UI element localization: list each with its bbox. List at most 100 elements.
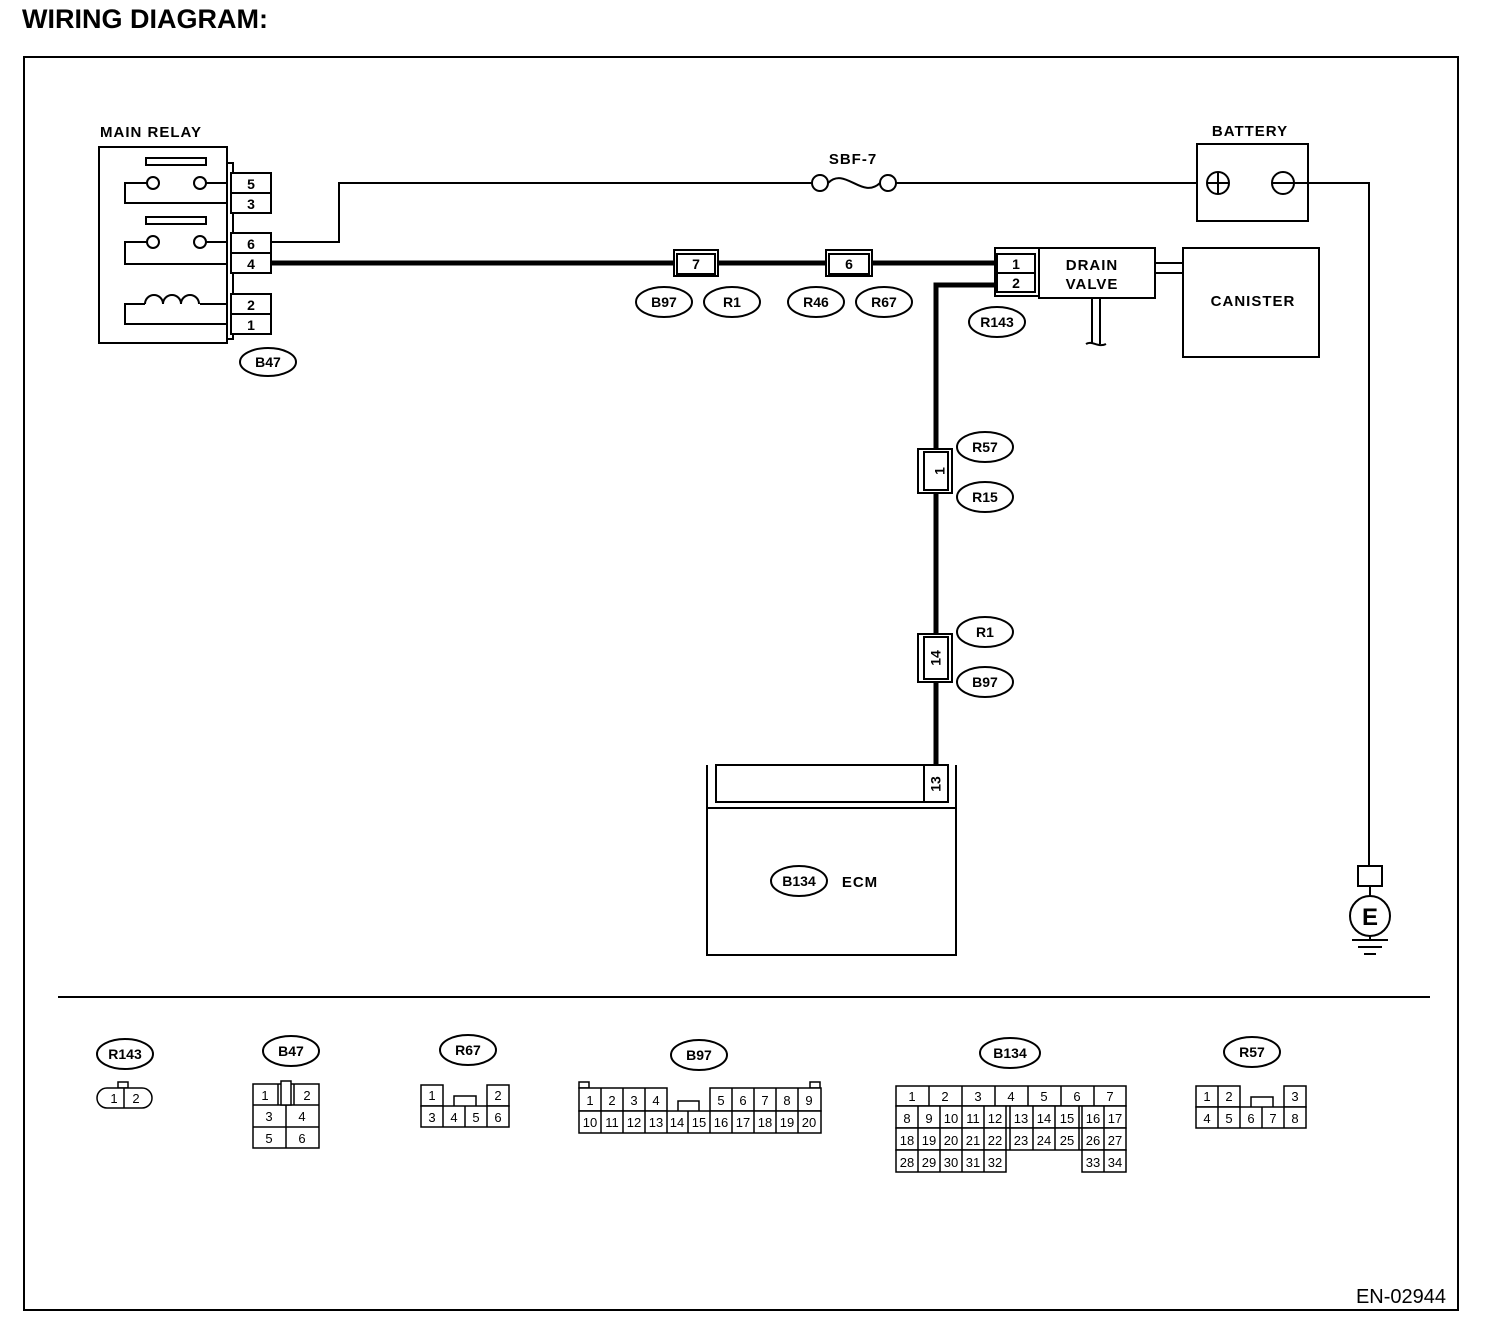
- pinout-b134-pin: 10: [944, 1111, 958, 1126]
- fuse-sbf7: SBF-7: [811, 151, 897, 192]
- pinout-b97-pin: 6: [739, 1093, 746, 1108]
- pinout-b134: B134 1 2 3 4 5 6 7 8 9 10 11 12 13 14 15…: [895, 1037, 1127, 1173]
- relay-pin-3: 3: [247, 196, 255, 212]
- connector-b47: B47: [255, 354, 281, 370]
- pinout-b97-label: B97: [686, 1047, 712, 1063]
- pinout-r57-pin: 8: [1291, 1111, 1298, 1126]
- pinout-b134-pin: 32: [988, 1155, 1002, 1170]
- ground-terminal: E: [1349, 865, 1391, 955]
- pinout-b134-pin: 24: [1037, 1133, 1051, 1148]
- pinout-b47: B47 1 2 3 4 5 6: [252, 1035, 320, 1149]
- pinout-b97-pin: 8: [783, 1093, 790, 1108]
- connector-r46: R46: [803, 294, 829, 310]
- pinout-r67-pin: 6: [494, 1110, 501, 1125]
- pinout-b134-pin: 19: [922, 1133, 936, 1148]
- pinout-r57-pin: 4: [1203, 1111, 1210, 1126]
- pinout-b134-pin: 16: [1086, 1111, 1100, 1126]
- pinout-r57-label: R57: [1239, 1044, 1265, 1060]
- pinout-b134-pin: 29: [922, 1155, 936, 1170]
- connector-b97-side: B97: [972, 674, 998, 690]
- pinout-b97-pin: 19: [780, 1115, 794, 1130]
- pinout-b134-pin: 20: [944, 1133, 958, 1148]
- pinout-b134-pin: 14: [1037, 1111, 1051, 1126]
- drain-valve-label-1: DRAIN: [1066, 257, 1119, 274]
- ecm: 13 B134 ECM: [706, 764, 957, 956]
- connector-r15: R15: [972, 489, 998, 505]
- pinout-b97-pin: 5: [717, 1093, 724, 1108]
- pinout-b134-pin: 12: [988, 1111, 1002, 1126]
- connector-r143: R143: [980, 314, 1014, 330]
- pinout-r57-pin: 5: [1225, 1111, 1232, 1126]
- pinout-b134-pin: 15: [1060, 1111, 1074, 1126]
- pinout-b97-pin: 14: [670, 1115, 684, 1130]
- pinout-b97-pin: 18: [758, 1115, 772, 1130]
- pinout-b134-pin: 31: [966, 1155, 980, 1170]
- canister: CANISTER: [1182, 247, 1320, 358]
- pinout-b97-pin: 10: [583, 1115, 597, 1130]
- pinout-r67-pin: 5: [472, 1110, 479, 1125]
- canister-label: CANISTER: [1211, 293, 1296, 310]
- pinout-b47-pin: 3: [265, 1109, 272, 1124]
- pinout-b47-pin: 1: [261, 1088, 268, 1103]
- pinout-r143-pin: 1: [110, 1091, 117, 1106]
- pinout-b134-pin: 26: [1086, 1133, 1100, 1148]
- pinout-b97-pin: 2: [608, 1093, 615, 1108]
- pinout-b134-pin: 4: [1007, 1089, 1014, 1104]
- ground-icon: E: [1362, 904, 1378, 931]
- pinout-b134-pin: 2: [941, 1089, 948, 1104]
- pinout-b97-pin: 11: [605, 1115, 619, 1130]
- pinout-r143-label: R143: [108, 1046, 142, 1062]
- relay-pin-6: 6: [247, 236, 255, 252]
- pinout-r57: R57 1 2 3 4 5 6 7 8: [1195, 1036, 1307, 1129]
- connector-r57: R57: [972, 439, 998, 455]
- pinout-r67-pin: 1: [428, 1088, 435, 1103]
- relay-pin-4: 4: [247, 256, 255, 272]
- connector-b97-top: B97: [651, 294, 677, 310]
- ecm-label: ECM: [842, 874, 878, 891]
- pinout-b134-pin: 8: [903, 1111, 910, 1126]
- ecm-pin-13: 13: [928, 776, 944, 792]
- wire-relay-to-fuse: [271, 182, 812, 243]
- pinout-r67-pin: 3: [428, 1110, 435, 1125]
- pinout-b134-pin: 22: [988, 1133, 1002, 1148]
- pinout-b97-pin: 7: [761, 1093, 768, 1108]
- connector-r67: R67: [871, 294, 897, 310]
- drain-valve-label-2: VALVE: [1066, 276, 1119, 293]
- pinout-r67-pin: 2: [494, 1088, 501, 1103]
- pinout-b134-pin: 17: [1108, 1111, 1122, 1126]
- junction-r46-r67: 6 R46 R67: [787, 249, 913, 318]
- drain-valve-pin-2: 2: [1012, 275, 1020, 291]
- junction-r1-b97: 14 R1 B97: [917, 616, 1014, 698]
- junction-pin-6: 6: [845, 256, 853, 272]
- pinout-b134-pin: 28: [900, 1155, 914, 1170]
- pinout-b134-pin: 11: [966, 1111, 980, 1126]
- pinout-b97-pin: 12: [627, 1115, 641, 1130]
- drain-valve: 1 2 DRAIN VALVE R143: [968, 247, 1183, 347]
- pinout-r57-pin: 6: [1247, 1111, 1254, 1126]
- pinout-b47-pin: 2: [303, 1088, 310, 1103]
- pinout-b47-pin: 4: [298, 1109, 305, 1124]
- pinout-b134-pin: 33: [1086, 1155, 1100, 1170]
- junction-b97-r1: 7 B97 R1: [635, 249, 761, 318]
- pinout-b97-pin: 20: [802, 1115, 816, 1130]
- pinout-b134-pin: 25: [1060, 1133, 1074, 1148]
- pinout-b97-pin: 9: [805, 1093, 812, 1108]
- pinout-b97-pin: 4: [652, 1093, 659, 1108]
- diagram-frame: [23, 56, 1459, 1311]
- pinout-r67-label: R67: [455, 1042, 481, 1058]
- pinout-b134-label: B134: [993, 1045, 1027, 1061]
- relay-pin-5: 5: [247, 176, 255, 192]
- connector-r1-side: R1: [976, 624, 994, 640]
- pinout-r67: R67 1 2 3 4 5 6: [420, 1034, 510, 1128]
- junction-pin-1: 1: [932, 467, 948, 475]
- pinout-b97-pin: 15: [692, 1115, 706, 1130]
- pinout-r57-pin: 1: [1203, 1089, 1210, 1104]
- pinout-b134-pin: 9: [925, 1111, 932, 1126]
- drain-valve-pin-1: 1: [1012, 256, 1020, 272]
- pinout-b134-pin: 23: [1014, 1133, 1028, 1148]
- pinout-b97-pin: 3: [630, 1093, 637, 1108]
- pinout-b134-pin: 18: [900, 1133, 914, 1148]
- junction-pin-7: 7: [692, 256, 700, 272]
- drawing-id: EN-02944: [1356, 1286, 1446, 1308]
